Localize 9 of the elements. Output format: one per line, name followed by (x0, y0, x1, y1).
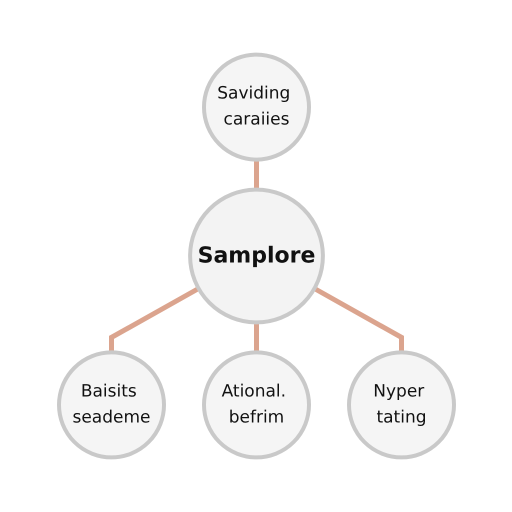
connector (312, 286, 404, 352)
node-circle: Samplore (188, 188, 324, 324)
connector (254, 322, 258, 352)
node-circle: Ational. befrim (202, 350, 310, 460)
connector (108, 286, 200, 352)
node-circle: Nyper tating (346, 350, 456, 460)
connector (254, 160, 258, 190)
node-circle: Baisits seademe (56, 350, 166, 460)
node-circle: Saviding caraiies (202, 52, 310, 162)
